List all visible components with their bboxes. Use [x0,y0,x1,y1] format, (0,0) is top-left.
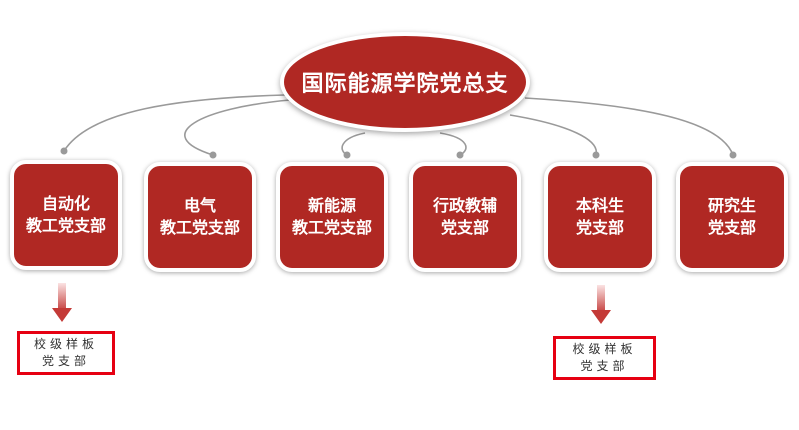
tag-label: 校级样板 [33,337,98,351]
connector [439,132,467,156]
branch-label: 研究生 [707,196,756,215]
branch-label: 党支部 [440,218,489,237]
connector-dot [209,151,217,159]
tag-label: 党支部 [41,354,90,368]
branch-label: 教工党支部 [159,218,240,237]
branch-label: 新能源 [307,196,356,215]
connector-dot [592,151,600,159]
branch-node-undergrad: 本科生党支部 [544,162,656,272]
model-branch-tag: 校级样板党支部 [553,336,656,380]
branch-node-automation: 自动化教工党支部 [10,160,122,270]
branch-node-graduate: 研究生党支部 [676,162,788,272]
connector [63,94,286,152]
branch-label: 党支部 [707,218,756,237]
connector-dot [343,151,351,159]
down-arrow-icon [591,285,611,325]
connector [184,99,291,156]
branch-node-new-energy: 新能源教工党支部 [276,162,388,272]
branch-label: 电气 [183,196,216,215]
root-label: 国际能源学院党总支 [301,72,509,97]
connector-dot [456,151,464,159]
branch-label: 教工党支部 [25,216,106,235]
branch-label: 自动化 [41,194,90,213]
branch-label: 教工党支部 [291,218,372,237]
root-node: 国际能源学院党总支 [280,32,530,132]
branch-label: 行政教辅 [432,196,497,215]
connector-dot [729,151,737,159]
model-branch-tag: 校级样板党支部 [17,331,115,375]
connector [509,114,598,156]
branch-node-admin: 行政教辅党支部 [409,162,521,272]
branch-node-electrical: 电气教工党支部 [144,162,256,272]
down-arrow-icon [52,283,72,323]
connector [341,132,366,156]
tag-label: 党支部 [580,359,629,373]
branch-label: 本科生 [575,196,624,215]
tag-label: 校级样板 [572,342,637,356]
branch-label: 党支部 [575,218,624,237]
connector-dot [60,147,68,155]
connector [524,97,734,156]
